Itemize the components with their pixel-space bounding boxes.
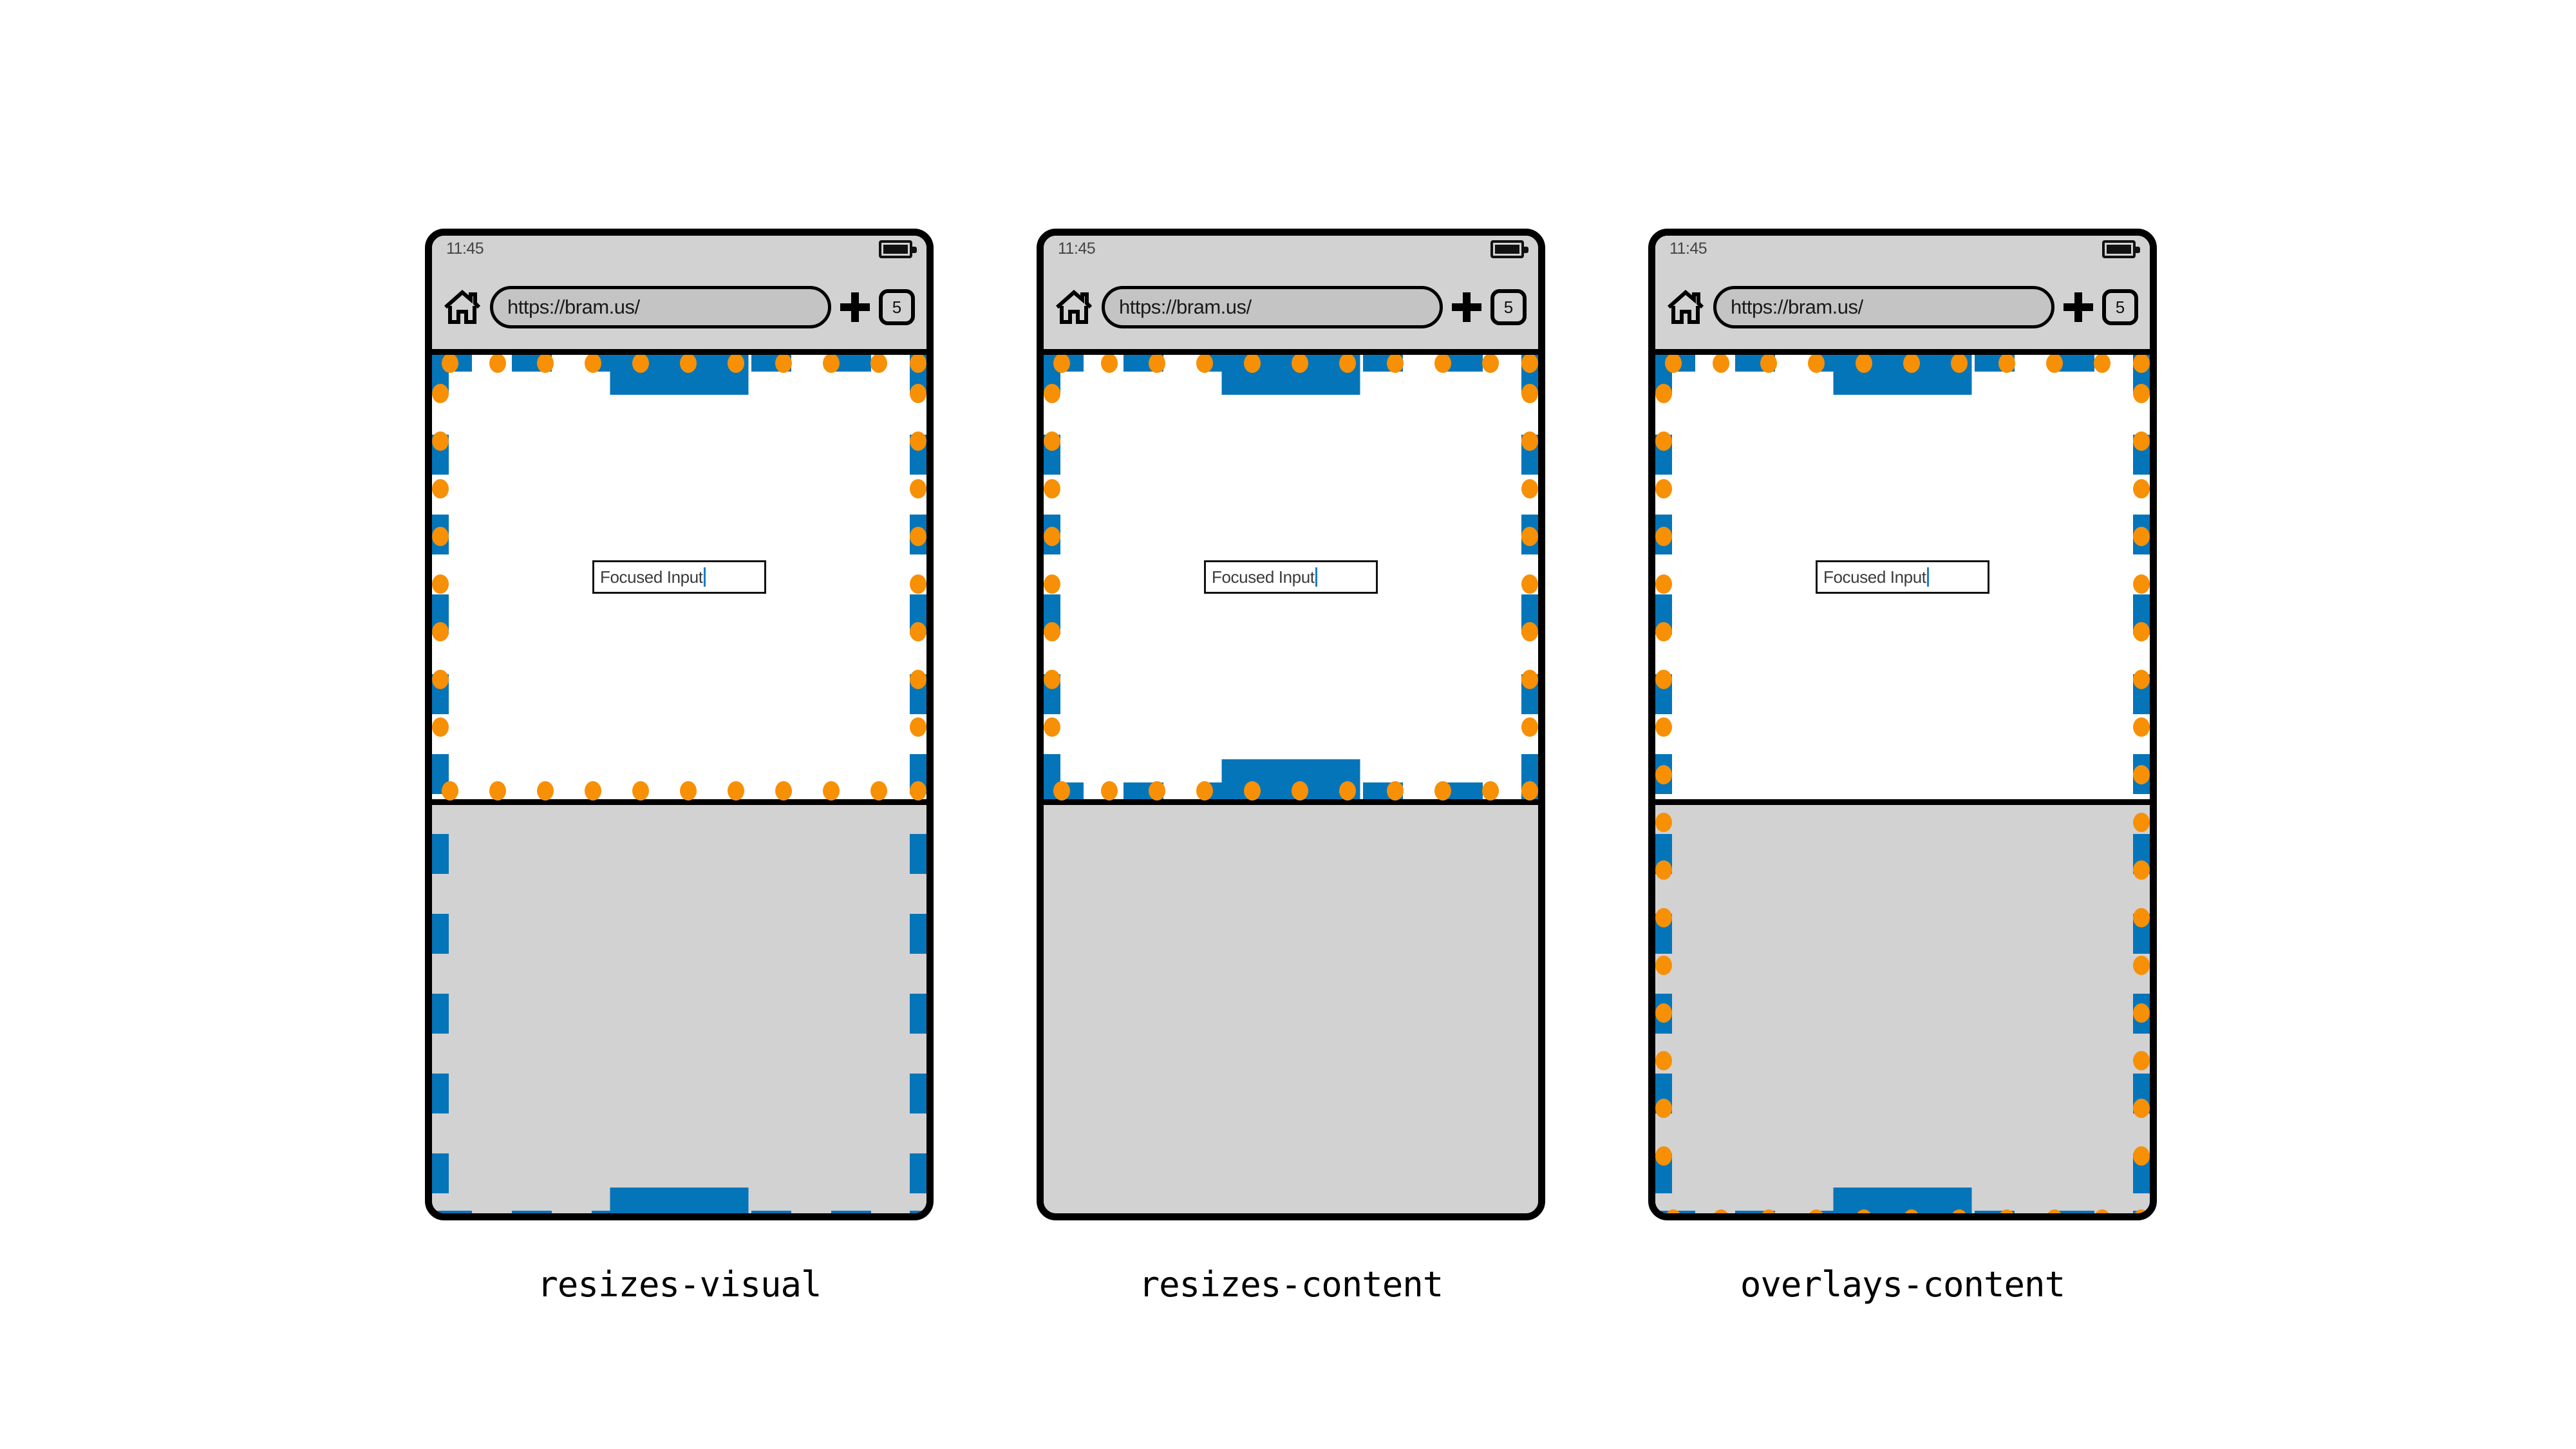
battery-full-icon: [1490, 240, 1528, 258]
virtual-keyboard[interactable]: [432, 799, 926, 1213]
focused-input[interactable]: Focused Input: [1816, 560, 1989, 594]
url-text: https://bram.us/: [507, 296, 640, 318]
focused-input[interactable]: Focused Input: [592, 560, 766, 594]
tab-count-label: 5: [892, 297, 902, 317]
plus-icon[interactable]: [1452, 292, 1481, 322]
url-bar[interactable]: https://bram.us/: [1713, 286, 2054, 328]
home-icon[interactable]: [444, 290, 481, 325]
panel-overlays-content: 11:45 https://bram.us/ 5: [1648, 229, 2157, 1305]
status-bar: 11:45: [432, 236, 926, 265]
phone-frame: 11:45 https://bram.us/ 5: [1037, 229, 1545, 1220]
browser-chrome: 11:45 https://bram.us/ 5: [1655, 236, 2150, 355]
panel-resizes-content: 11:45 https://bram.us/ 5: [1037, 229, 1545, 1305]
tab-count-button[interactable]: 5: [2102, 289, 2138, 325]
focused-input-value: Focused Input: [600, 567, 703, 587]
text-caret: [1315, 567, 1317, 587]
clock: 11:45: [1669, 240, 1707, 258]
virtual-keyboard[interactable]: [1044, 799, 1538, 1213]
plus-icon[interactable]: [840, 292, 870, 322]
home-icon[interactable]: [1055, 290, 1093, 325]
browser-toolbar: https://bram.us/ 5: [432, 265, 926, 349]
plus-icon[interactable]: [2064, 292, 2093, 322]
phone-frame: 11:45 https://bram.us/ 5: [425, 229, 934, 1220]
tab-count-label: 5: [1503, 297, 1514, 317]
panel-resizes-visual: 11:45 https://bram.us/ 5: [425, 229, 934, 1305]
battery-full-icon: [879, 240, 917, 258]
tab-count-button[interactable]: 5: [1490, 289, 1527, 325]
phone-screen: Focused Input: [432, 355, 926, 1213]
status-bar: 11:45: [1655, 236, 2150, 265]
url-text: https://bram.us/: [1731, 296, 1863, 318]
text-caret: [703, 567, 706, 587]
tab-count-label: 5: [2115, 297, 2125, 317]
clock: 11:45: [1058, 240, 1096, 258]
url-bar[interactable]: https://bram.us/: [1102, 286, 1443, 328]
phone-frame: 11:45 https://bram.us/ 5: [1648, 229, 2157, 1220]
tab-count-button[interactable]: 5: [879, 289, 915, 325]
phone-screen: Focused Input: [1655, 355, 2150, 1213]
virtual-keyboard[interactable]: [1655, 799, 2150, 1213]
browser-chrome: 11:45 https://bram.us/ 5: [432, 236, 926, 355]
focused-input[interactable]: Focused Input: [1204, 560, 1378, 594]
panel-caption: resizes-visual: [537, 1264, 822, 1305]
browser-toolbar: https://bram.us/ 5: [1655, 265, 2150, 349]
focused-input-value: Focused Input: [1212, 567, 1315, 587]
panel-caption: overlays-content: [1740, 1264, 2065, 1305]
url-bar[interactable]: https://bram.us/: [490, 286, 831, 328]
home-icon[interactable]: [1667, 290, 1704, 325]
status-bar: 11:45: [1044, 236, 1538, 265]
focused-input-value: Focused Input: [1823, 567, 1926, 587]
browser-chrome: 11:45 https://bram.us/ 5: [1044, 236, 1538, 355]
clock: 11:45: [446, 240, 484, 258]
text-caret: [1926, 567, 1929, 587]
browser-toolbar: https://bram.us/ 5: [1044, 265, 1538, 349]
url-text: https://bram.us/: [1119, 296, 1252, 318]
panel-caption: resizes-content: [1138, 1264, 1444, 1305]
phone-screen: Focused Input: [1044, 355, 1538, 1213]
battery-full-icon: [2102, 240, 2140, 258]
